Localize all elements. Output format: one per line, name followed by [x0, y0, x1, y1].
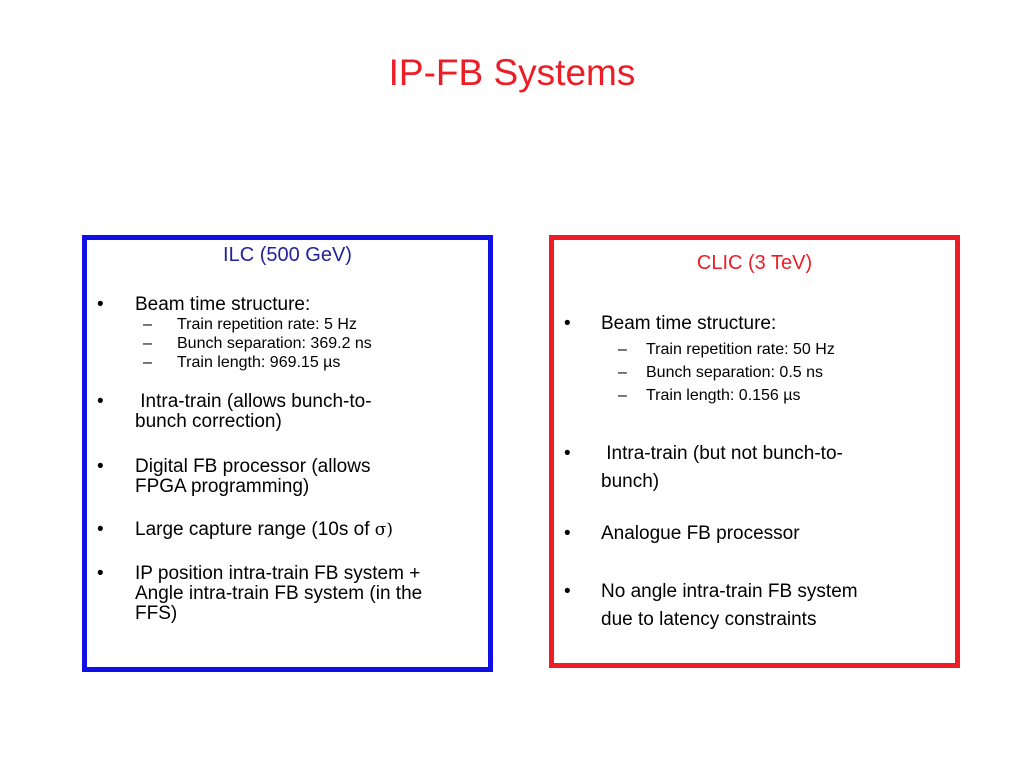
clic-sub-item: – Train repetition rate: 50 Hz — [618, 341, 948, 359]
bullet-text: Angle intra-train FB system (in the — [135, 583, 423, 604]
ilc-bullet-ip-position: • IP position intra-train FB system + An… — [97, 564, 487, 624]
clic-bullet-analogue: • Analogue FB processor — [564, 524, 944, 544]
sub-item-text: Train repetition rate: 50 Hz — [646, 341, 835, 358]
bullet-text: Beam time structure: — [601, 313, 777, 334]
bullet-text: bunch correction) — [135, 411, 282, 432]
ilc-sub-item: – Train length: 969.15 µs — [143, 354, 473, 372]
bullet-text: FPGA programming) — [135, 476, 310, 497]
sigma-symbol: σ) — [374, 520, 394, 540]
bullet-icon: • — [564, 523, 571, 544]
bullet-icon: • — [564, 581, 571, 602]
bullet-text: bunch) — [601, 471, 660, 492]
ilc-bullet-capture: • Large capture range (10s of σ) — [97, 519, 477, 541]
dash-icon: – — [618, 364, 627, 381]
bullet-text: Digital FB processor (allows — [135, 456, 371, 477]
dash-icon: – — [618, 341, 627, 358]
dash-icon: – — [618, 387, 627, 404]
sub-item-text: Train repetition rate: 5 Hz — [177, 316, 357, 333]
bullet-icon: • — [97, 563, 104, 584]
ilc-bullet-digital: • Digital FB processor (allows FPGA prog… — [97, 457, 477, 497]
capture-text: Large capture range (10s of — [135, 519, 375, 540]
dash-icon: – — [143, 316, 152, 333]
ilc-box: ILC (500 GeV) • Beam time structure: – T… — [82, 235, 493, 672]
clic-bullet-beam: • Beam time structure: — [564, 314, 944, 334]
bullet-text: No angle intra-train FB system — [601, 581, 858, 602]
dash-icon: – — [143, 354, 152, 371]
bullet-text: FFS) — [135, 603, 178, 624]
bullet-text: due to latency constraints — [601, 609, 817, 630]
bullet-icon: • — [97, 519, 104, 540]
bullet-icon: • — [97, 456, 104, 477]
bullet-text: Large capture range (10s of σ) — [135, 519, 477, 541]
ilc-sub-item: – Train repetition rate: 5 Hz — [143, 316, 473, 334]
clic-box: CLIC (3 TeV) • Beam time structure: – Tr… — [549, 235, 960, 668]
ilc-bullet-beam: • Beam time structure: — [97, 295, 477, 315]
bullet-text: IP position intra-train FB system + — [135, 563, 421, 584]
bullet-icon: • — [564, 313, 571, 334]
bullet-icon: • — [564, 443, 571, 464]
bullet-icon: • — [97, 391, 104, 412]
ilc-sub-item: – Bunch separation: 369.2 ns — [143, 335, 473, 353]
dash-icon: – — [143, 335, 152, 352]
ilc-bullet-intra-train: • Intra-train (allows bunch-to- bunch co… — [97, 392, 477, 432]
clic-bullet-intra-train: • Intra-train (but not bunch-to- bunch) — [564, 440, 944, 496]
clic-bullet-angle: • No angle intra-train FB system due to … — [564, 578, 944, 634]
bullet-text: Analogue FB processor — [601, 523, 800, 544]
bullet-text: Beam time structure: — [135, 294, 311, 315]
sub-item-text: Train length: 0.156 µs — [646, 387, 801, 404]
sub-item-text: Bunch separation: 0.5 ns — [646, 364, 824, 381]
clic-sub-item: – Bunch separation: 0.5 ns — [618, 364, 948, 382]
slide-title: IP-FB Systems — [388, 52, 636, 93]
ilc-heading: ILC (500 GeV) — [223, 244, 352, 266]
clic-sub-item: – Train length: 0.156 µs — [618, 387, 948, 405]
bullet-text: Intra-train (but not bunch-to- — [601, 443, 843, 464]
bullet-text: Intra-train (allows bunch-to- — [135, 391, 372, 412]
sub-item-text: Train length: 969.15 µs — [177, 354, 341, 371]
bullet-icon: • — [97, 294, 104, 315]
sub-item-text: Bunch separation: 369.2 ns — [177, 335, 372, 352]
clic-heading: CLIC (3 TeV) — [696, 252, 813, 274]
